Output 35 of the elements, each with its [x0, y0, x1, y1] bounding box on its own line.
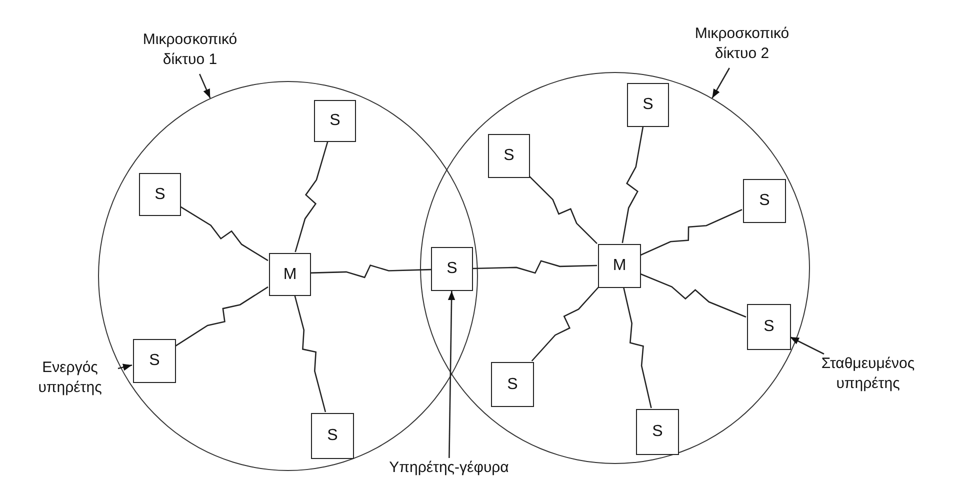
- callout-label: Σταθμευμένος υπηρέτης: [808, 354, 928, 398]
- callout-label: Μικροσκοπικό δίκτυο 2: [672, 24, 812, 68]
- leader-line: [118, 364, 132, 371]
- device-box: S: [311, 413, 354, 459]
- callout-label: Ενεργός υπηρέτης: [22, 358, 118, 402]
- device-box: M: [598, 244, 641, 288]
- device-box: S: [627, 83, 669, 127]
- wireless-link: [622, 286, 652, 408]
- device-box: S: [133, 339, 176, 383]
- device-box: S: [314, 100, 356, 142]
- wireless-link: [472, 260, 598, 274]
- device-box: S: [747, 304, 791, 350]
- wireless-link: [294, 140, 328, 252]
- leader-line: [199, 74, 211, 98]
- device-box: S: [636, 409, 679, 455]
- leader-line: [712, 68, 730, 98]
- callout-label: Μικροσκοπικό δίκτυο 1: [120, 30, 260, 74]
- device-box: S: [488, 134, 530, 178]
- wireless-link: [294, 294, 326, 412]
- wireless-link: [528, 175, 598, 244]
- wireless-link: [180, 206, 268, 262]
- callout-label: Υπηρέτης-γέφυρα: [384, 458, 514, 480]
- wireless-link: [310, 264, 432, 278]
- device-box: S: [743, 179, 786, 223]
- wireless-link: [174, 286, 268, 347]
- device-box: S: [139, 173, 181, 216]
- device-box: S: [431, 247, 473, 291]
- leader-line: [790, 336, 824, 355]
- wireless-link: [640, 273, 746, 318]
- wireless-link: [640, 209, 742, 256]
- device-box: M: [269, 253, 311, 296]
- wireless-link: [531, 286, 600, 362]
- wireless-link: [622, 126, 644, 244]
- device-box: S: [491, 362, 534, 407]
- leader-line: [448, 291, 456, 458]
